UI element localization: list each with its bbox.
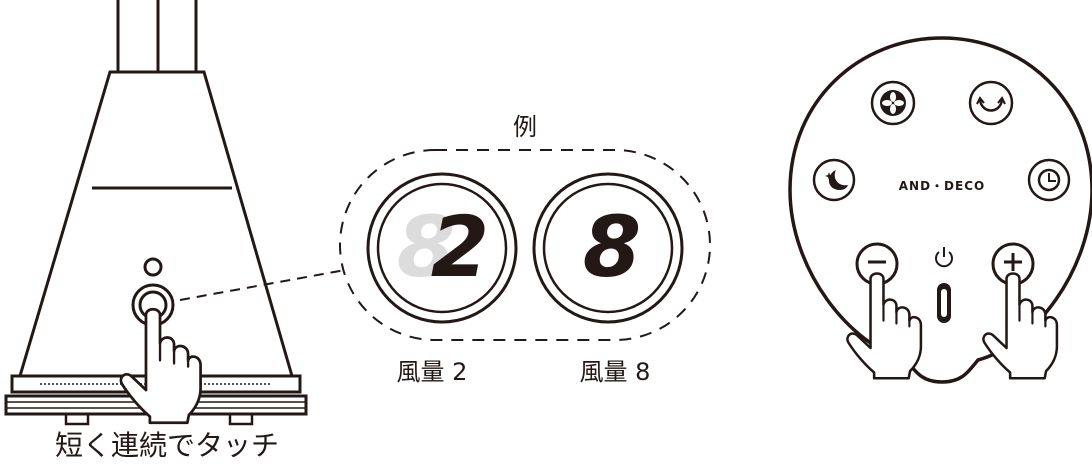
- sleep-button[interactable]: [812, 158, 856, 202]
- power-button[interactable]: [935, 247, 953, 323]
- brand-logo: AND・DECO: [899, 179, 985, 193]
- fan-icon: [882, 92, 904, 114]
- swing-arrow-icon: [978, 99, 1004, 112]
- display-ghost-digit: 8: [397, 198, 455, 296]
- clock-icon: [1037, 168, 1061, 192]
- minus-button[interactable]: [855, 242, 899, 286]
- display-digit: 8: [583, 198, 641, 296]
- display-digit: 2: [431, 198, 489, 296]
- swing-button[interactable]: [968, 80, 1014, 126]
- display-wind-8: 8: [532, 172, 684, 324]
- wind-level-2-label: 風量 2: [397, 358, 468, 386]
- timer-button[interactable]: [1027, 158, 1071, 202]
- fan-mode-button[interactable]: [870, 80, 916, 126]
- touch-instruction-caption: 短く連続でタッチ: [55, 429, 279, 462]
- leader-line: [179, 269, 346, 301]
- indicator-light: [143, 257, 163, 277]
- display-wind-2: 8 2: [366, 172, 518, 324]
- fan-pole: [116, 0, 198, 72]
- example-dashed-frame: [339, 149, 711, 341]
- moon-icon: [828, 170, 848, 190]
- plus-icon: [1004, 253, 1022, 271]
- power-icon: [935, 247, 953, 268]
- example-label: 例: [513, 113, 537, 141]
- wind-level-8-label: 風量 8: [580, 358, 651, 386]
